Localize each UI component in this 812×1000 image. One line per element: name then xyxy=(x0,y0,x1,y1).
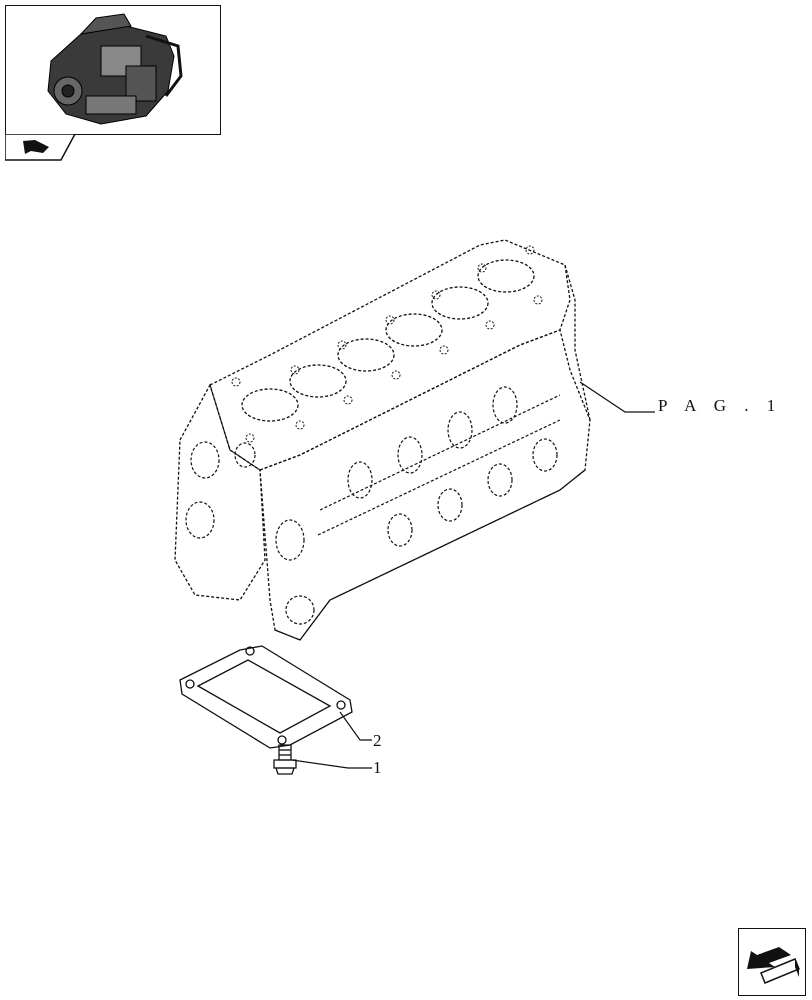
leader-lines xyxy=(291,381,655,769)
next-page-arrow-icon xyxy=(747,947,800,984)
engine-block-outline xyxy=(174,239,591,641)
engine-thumbnail[interactable] xyxy=(5,5,221,135)
side-features xyxy=(185,386,561,625)
engine-thumbnail-icon xyxy=(47,13,183,125)
cylinder-bores xyxy=(241,259,535,422)
cover-plate xyxy=(179,645,353,749)
bolt xyxy=(273,744,297,775)
callout-page-reference: P A G . 1 xyxy=(658,396,783,415)
callout-item-2: 2 xyxy=(373,731,382,750)
next-page-button[interactable] xyxy=(738,928,806,996)
deck-bolt-holes xyxy=(231,245,543,443)
callout-item-1: 1 xyxy=(373,758,382,777)
book-page-icon[interactable] xyxy=(5,134,77,162)
